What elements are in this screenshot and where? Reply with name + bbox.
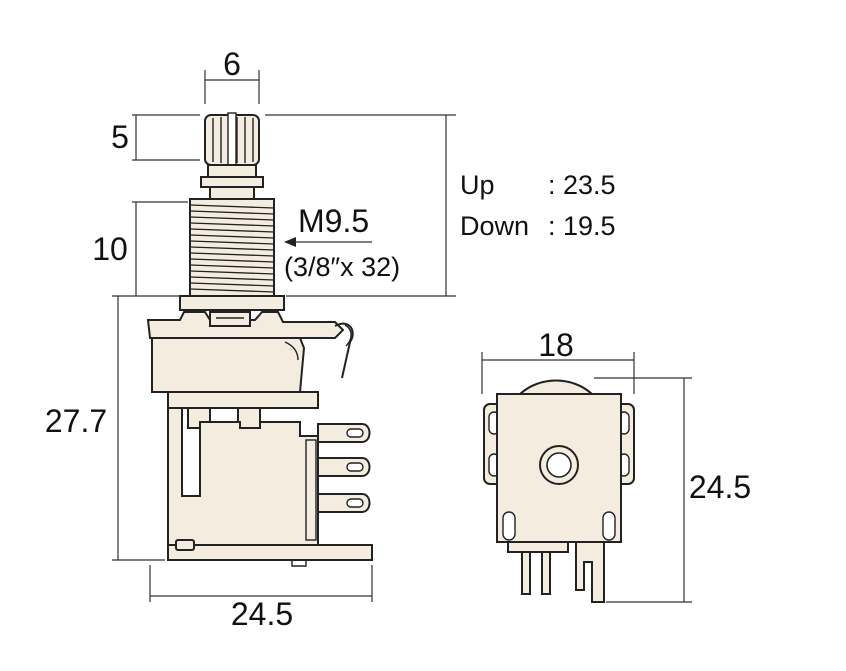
thread-ridge	[189, 246, 275, 251]
thread-ridge	[189, 252, 275, 257]
knurled-shaft	[204, 112, 260, 168]
travel-down-value: : 19.5	[548, 211, 616, 241]
thread-ridge	[189, 282, 275, 287]
side-dimension-lines	[481, 352, 692, 603]
thread-spec-label: M9.5	[298, 203, 369, 239]
thread-ridge	[189, 270, 275, 275]
thread-ridge	[189, 204, 275, 209]
front-view	[146, 112, 373, 567]
thread-ridge	[189, 222, 275, 227]
base-plate	[167, 539, 373, 567]
mounting-nut	[179, 295, 285, 311]
pot-body	[151, 337, 319, 429]
thread-pitch-label: (3/8″x 32)	[284, 252, 400, 282]
body-width-label: 24.5	[231, 596, 293, 632]
solder-lugs	[317, 423, 371, 513]
front-dimension-lines	[112, 70, 456, 602]
thread-ridge	[189, 216, 275, 221]
dimension-labels: 6 5 10 27.7 24.5 18 24.5 M9.5 (3/8″x 32)…	[45, 46, 751, 632]
thread-ridge	[189, 234, 275, 239]
knurl-height-label: 5	[111, 119, 129, 155]
travel-up-value: : 23.5	[548, 170, 616, 200]
shaft-width-label: 6	[223, 46, 241, 82]
threaded-bushing	[189, 198, 275, 297]
side-width-label: 18	[538, 327, 574, 363]
thread-ridge	[189, 276, 275, 281]
shaft-collar	[200, 164, 264, 200]
body-height-label: 27.7	[45, 403, 107, 439]
side-view	[483, 379, 635, 603]
thread-ridge	[189, 228, 275, 233]
travel-up-label: Up	[460, 170, 495, 200]
thread-ridge	[189, 210, 275, 215]
cover-plate	[146, 311, 354, 379]
travel-down-label: Down	[460, 211, 529, 241]
thread-ridge	[189, 240, 275, 245]
thread-ridge	[189, 258, 275, 263]
thread-ridge	[189, 264, 275, 269]
thread-height-label: 10	[92, 231, 128, 267]
thread-ridge	[189, 288, 275, 293]
side-height-label: 24.5	[689, 469, 751, 505]
